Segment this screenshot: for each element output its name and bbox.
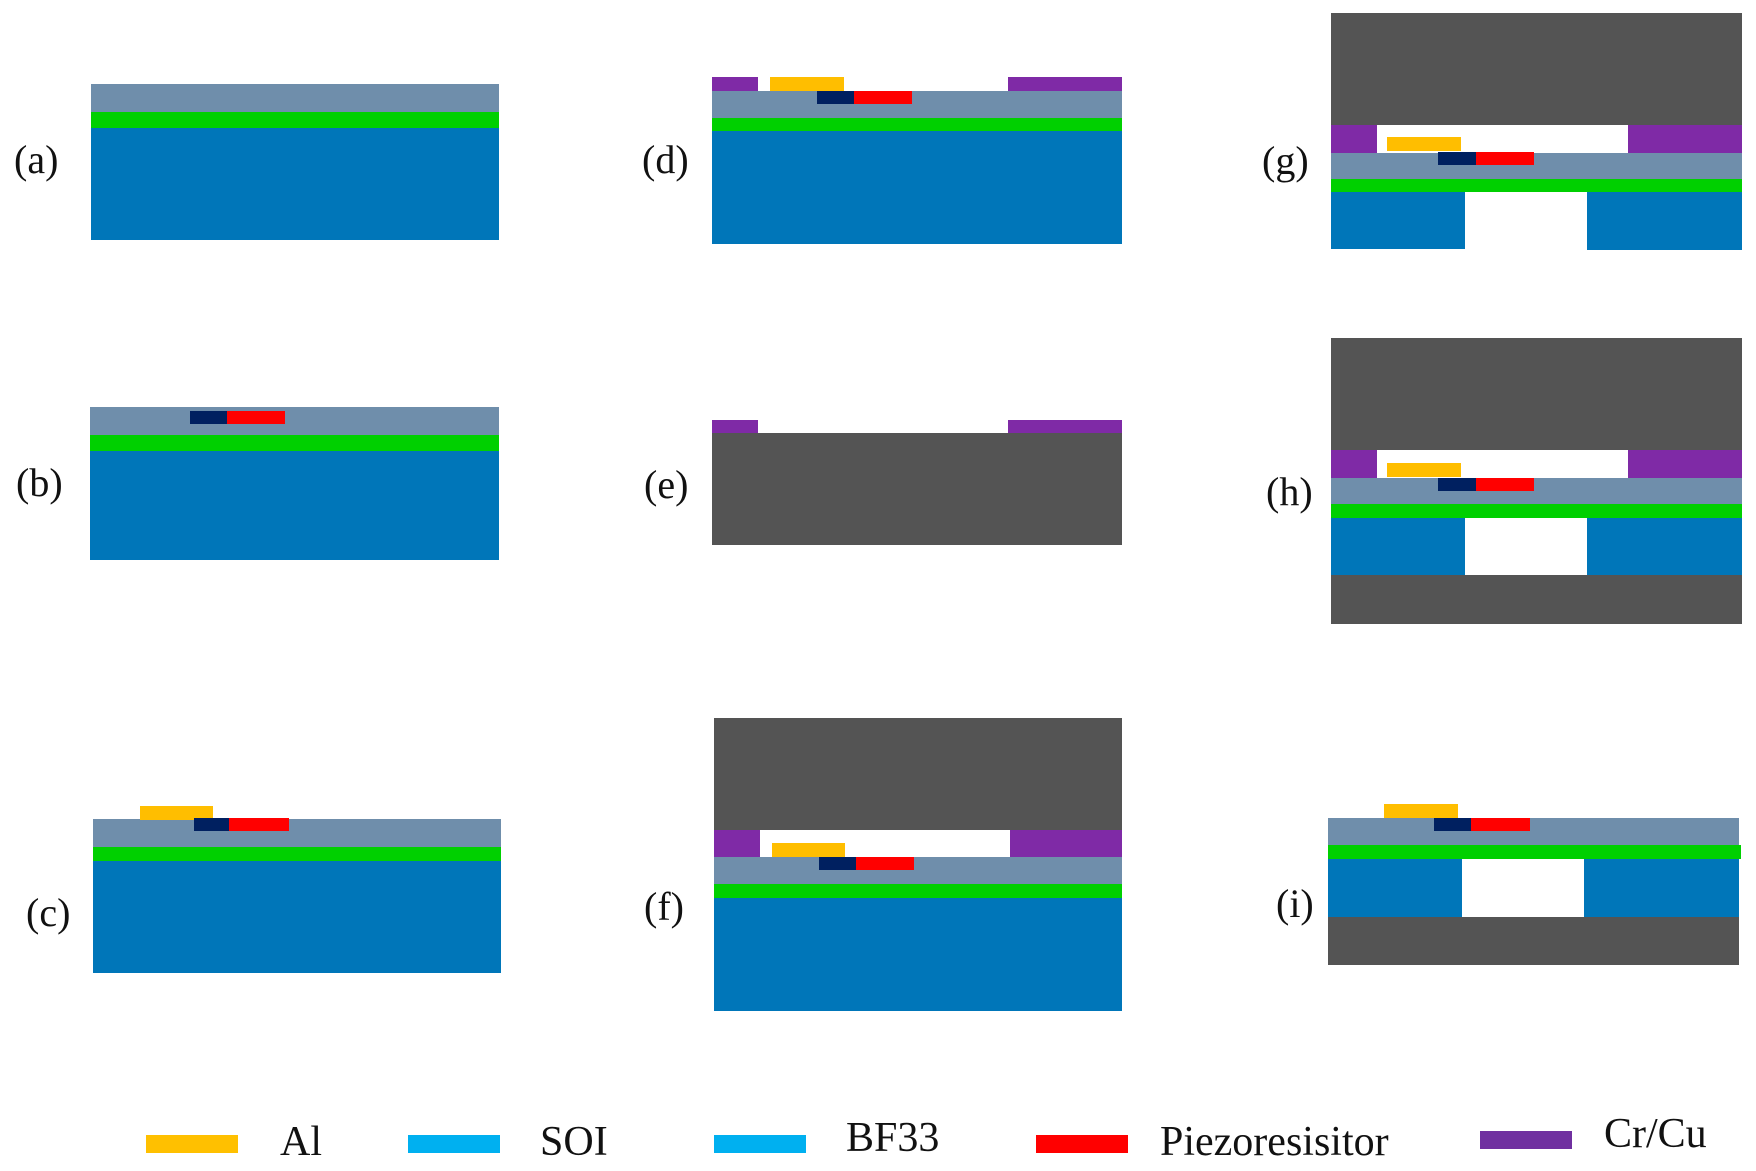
- g-crcu-right: [1628, 125, 1742, 154]
- g-substrate-right: [1587, 192, 1742, 250]
- f-crcu-right: [1010, 830, 1122, 857]
- h-al-pad: [1387, 463, 1461, 477]
- h-glass-cap: [1331, 338, 1742, 450]
- i-substrate-right: [1584, 859, 1739, 917]
- d-crcu-right: [1008, 77, 1122, 91]
- d-piezoresistor: [854, 91, 912, 104]
- f-contact-doping: [819, 857, 856, 870]
- legend-swatch-al: [146, 1135, 238, 1153]
- h-device-layer: [1331, 478, 1742, 504]
- a-handle-substrate: [91, 128, 499, 240]
- f-al-pad: [772, 843, 845, 857]
- step-label-h: (h): [1266, 469, 1313, 514]
- c-buried-oxide: [93, 847, 501, 861]
- g-piezoresistor: [1476, 152, 1534, 165]
- legend-label-bf33: BF33: [846, 1115, 940, 1161]
- h-bottom-glass: [1331, 575, 1742, 624]
- c-al-pad: [140, 806, 213, 820]
- g-buried-oxide: [1331, 179, 1742, 192]
- f-glass-cap: [714, 718, 1122, 830]
- f-piezoresistor: [856, 857, 914, 870]
- h-contact-doping: [1438, 478, 1476, 491]
- legend-swatch-bf33: [714, 1135, 806, 1153]
- g-substrate-left: [1331, 192, 1465, 249]
- d-buried-oxide: [712, 118, 1122, 131]
- legend-swatch-crcu: [1480, 1131, 1572, 1149]
- c-piezoresistor: [229, 818, 289, 831]
- b-handle-substrate: [90, 451, 499, 560]
- c-device-layer: [93, 819, 501, 847]
- d-al-pad: [770, 77, 844, 91]
- i-bottom-glass: [1328, 917, 1739, 965]
- c-contact-doping: [194, 818, 229, 831]
- g-contact-doping: [1438, 152, 1476, 165]
- step-label-g: (g): [1262, 138, 1309, 183]
- legend-label-soi: SOI: [540, 1119, 608, 1165]
- f-crcu-left: [714, 830, 760, 857]
- legend-label-crcu: Cr/Cu: [1604, 1111, 1707, 1157]
- step-label-b: (b): [16, 460, 63, 505]
- a-buried-oxide: [91, 112, 499, 128]
- c-handle-substrate: [93, 861, 501, 973]
- e-crcu-right: [1008, 420, 1122, 433]
- h-substrate-right: [1587, 518, 1742, 575]
- i-contact-doping: [1434, 818, 1471, 831]
- a-device-layer: [91, 84, 499, 112]
- g-crcu-left: [1331, 125, 1377, 154]
- d-crcu-left: [712, 77, 758, 91]
- d-handle-substrate: [712, 131, 1122, 244]
- h-piezoresistor: [1476, 478, 1534, 491]
- i-substrate-left: [1328, 859, 1462, 917]
- legend-swatch-soi: [408, 1135, 500, 1153]
- step-label-e: (e): [644, 462, 689, 507]
- i-piezoresistor: [1471, 818, 1530, 831]
- f-buried-oxide: [714, 884, 1122, 898]
- b-piezoresistor: [227, 411, 285, 424]
- h-buried-oxide: [1331, 504, 1742, 518]
- d-device-layer: [712, 91, 1122, 118]
- b-contact-doping: [190, 411, 227, 424]
- g-device-layer: [1331, 153, 1742, 179]
- d-contact-doping: [817, 91, 854, 104]
- legend-label-piezoresistor: Piezoresisitor: [1160, 1119, 1389, 1165]
- h-crcu-left: [1331, 450, 1377, 478]
- g-glass-cap: [1331, 13, 1742, 125]
- step-label-c: (c): [26, 890, 71, 935]
- f-handle-substrate: [714, 898, 1122, 1011]
- step-label-a: (a): [14, 137, 59, 182]
- step-label-f: (f): [644, 884, 684, 929]
- legend-swatch-piezoresistor: [1036, 1135, 1128, 1153]
- i-buried-oxide: [1328, 845, 1741, 859]
- f-device-layer: [714, 857, 1122, 884]
- b-device-layer: [90, 407, 499, 435]
- step-label-d: (d): [642, 137, 689, 182]
- e-crcu-left: [712, 420, 758, 433]
- h-substrate-left: [1331, 518, 1465, 575]
- i-al-pad: [1384, 804, 1458, 818]
- i-device-layer: [1328, 818, 1739, 845]
- b-buried-oxide: [90, 435, 499, 451]
- h-crcu-right: [1628, 450, 1742, 478]
- legend-label-al: Al: [280, 1119, 322, 1165]
- e-glass-cap: [712, 433, 1122, 545]
- g-al-pad: [1387, 137, 1461, 151]
- step-label-i: (i): [1276, 881, 1314, 926]
